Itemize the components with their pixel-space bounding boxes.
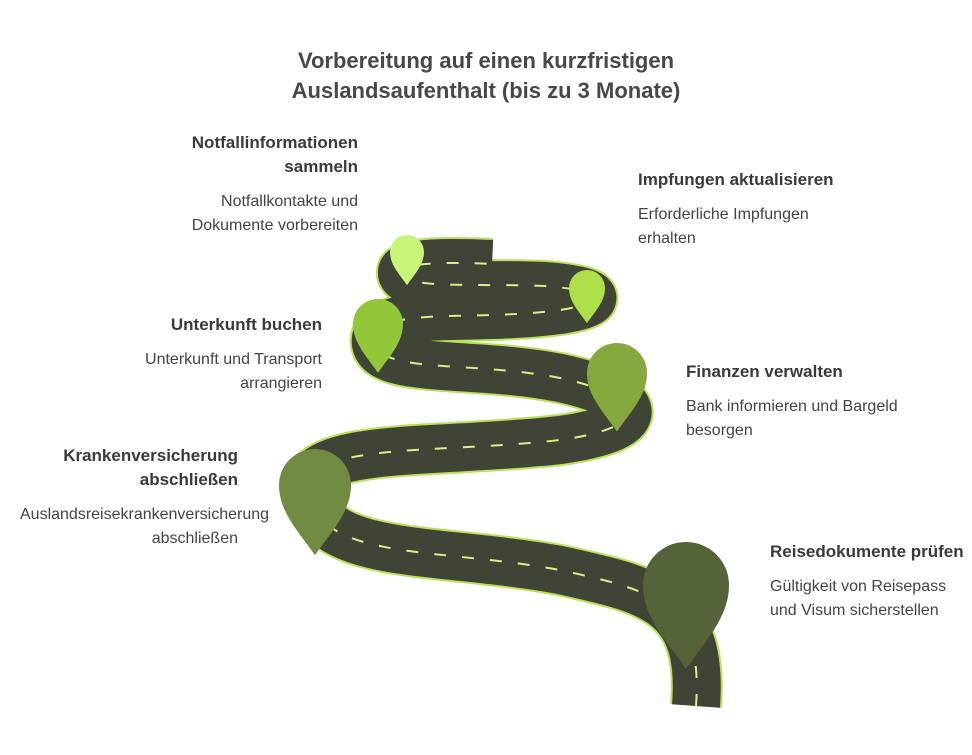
step-vaccinations: Impfungen aktualisieren Erforderliche Im… [638,168,848,251]
step-finances: Finanzen verwalten Bank informieren und … [686,360,906,443]
page-title: Vorbereitung auf einen kurzfristigen Aus… [236,46,736,106]
step-heading: Reisedokumente prüfen [770,542,964,561]
pin-accommodation-icon [352,298,403,373]
pin-travel-documents-icon [642,541,729,669]
title-line-2: Auslandsaufenthalt (bis zu 3 Monate) [291,78,681,103]
step-emergency-info: Notfallinformationen sammeln Notfallkont… [148,131,358,238]
step-description: Notfallkontakte und Dokumente vorbereite… [191,193,358,234]
step-accommodation: Unterkunft buchen Unterkunft und Transpo… [110,313,322,396]
pin-emergency-info-icon [390,235,424,286]
step-description: Erforderliche Impfungen erhalten [638,206,809,247]
road-center-line [307,261,698,707]
step-heading: Finanzen verwalten [686,362,843,381]
step-description: Bank informieren und Bargeld besorgen [686,398,898,439]
pin-health-insurance-icon [279,449,351,556]
step-travel-documents: Reisedokumente prüfen Gültigkeit von Rei… [770,540,965,623]
step-description: Gültigkeit von Reisepass und Visum siche… [770,578,947,619]
step-heading: Krankenversicherung abschließen [63,446,238,489]
pin-vaccinations-icon [569,270,605,324]
pin-finances-icon [587,343,647,432]
milestone-pins [279,235,729,669]
step-heading: Impfungen aktualisieren [638,170,834,189]
title-line-1: Vorbereitung auf einen kurzfristigen [297,48,675,73]
step-description: Auslandsreisekrankenversicherung abschli… [20,506,270,547]
step-description: Unterkunft und Transport arrangieren [145,351,322,392]
step-heading: Notfallinformationen sammeln [191,133,358,176]
step-heading: Unterkunft buchen [170,315,322,334]
step-health-insurance: Krankenversicherung abschließen Auslands… [20,444,270,551]
